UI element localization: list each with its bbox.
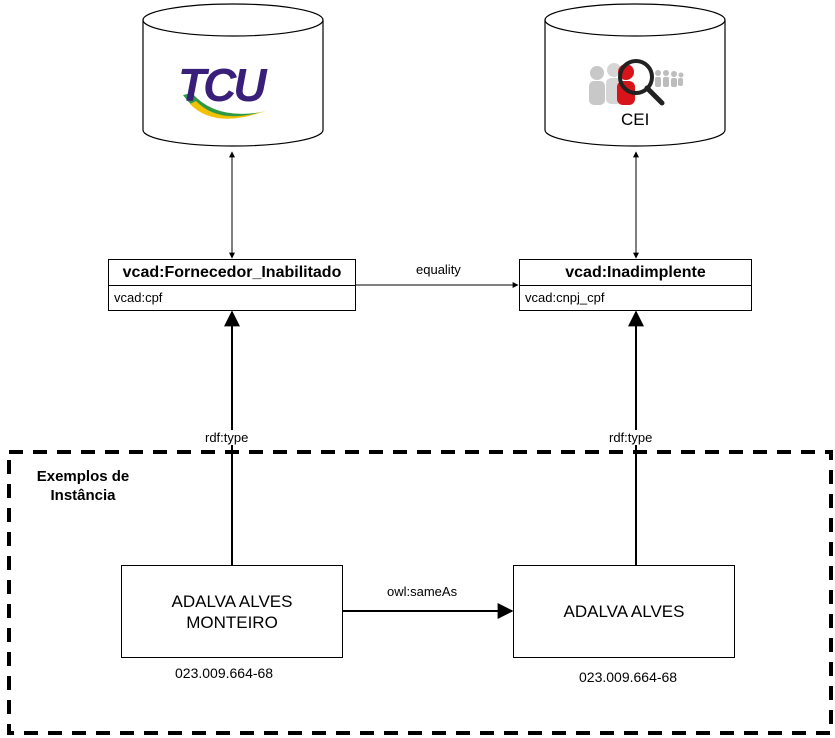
tcu-logo: TCU (178, 59, 267, 111)
class-inadimplente: vcad:Inadimplente vcad:cnpj_cpf (519, 259, 752, 311)
instance-group-label: Exemplos de Instância (36, 468, 130, 504)
instance-adalva-alves: ADALVA ALVES (513, 565, 735, 658)
rdf-type-right-label: rdf:type (608, 430, 654, 445)
instance-id: 023.009.664-68 (579, 669, 678, 685)
instance-group-container (7, 450, 833, 735)
cei-label: CEI (621, 110, 650, 129)
class-title: vcad:Inadimplente (520, 260, 751, 286)
instance-adalva-alves-monteiro: ADALVA ALVES MONTEIRO (121, 565, 343, 658)
instance-name: ADALVA ALVES MONTEIRO (171, 591, 293, 632)
tcu-logo-swoosh (183, 93, 268, 119)
rdf-type-left-label: rdf:type (204, 430, 250, 445)
search-people-icon (589, 59, 684, 106)
class-fornecedor-inabilitado: vcad:Fornecedor_Inabilitado vcad:cpf (108, 259, 356, 311)
same-as-label: owl:sameAs (386, 584, 459, 599)
class-attribute: vcad:cnpj_cpf (525, 290, 605, 305)
instance-id: 023.009.664-68 (175, 665, 274, 681)
database-cei (544, 3, 726, 147)
equality-label: equality (415, 262, 462, 277)
class-title: vcad:Fornecedor_Inabilitado (109, 260, 355, 286)
database-tcu (142, 3, 324, 147)
class-attribute: vcad:cpf (114, 290, 163, 305)
instance-name: ADALVA ALVES (563, 602, 685, 621)
